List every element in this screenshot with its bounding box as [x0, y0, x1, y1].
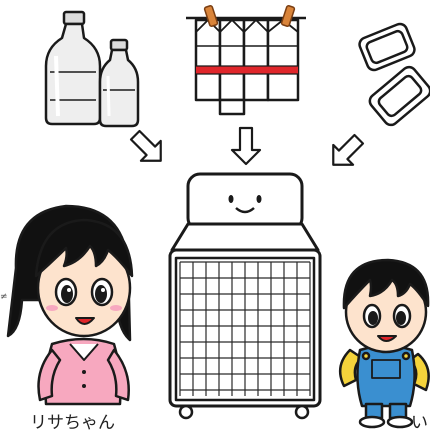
milk-cartons-icon [186, 5, 306, 114]
left-character-name-label: リサちゃん [30, 408, 115, 433]
pet-bottles-icon [46, 12, 138, 126]
boy-character [340, 260, 429, 427]
arrow-down-right-icon [125, 125, 170, 170]
arrow-icons [125, 125, 368, 174]
arrow-down-icon [232, 128, 260, 164]
girl-character [8, 206, 132, 404]
left-edge-mark: ≠ [0, 292, 8, 302]
arrow-down-left-icon [323, 129, 368, 174]
food-trays-icon [357, 22, 430, 128]
collection-box-icon [170, 174, 320, 418]
right-character-name-label: い [411, 408, 428, 433]
